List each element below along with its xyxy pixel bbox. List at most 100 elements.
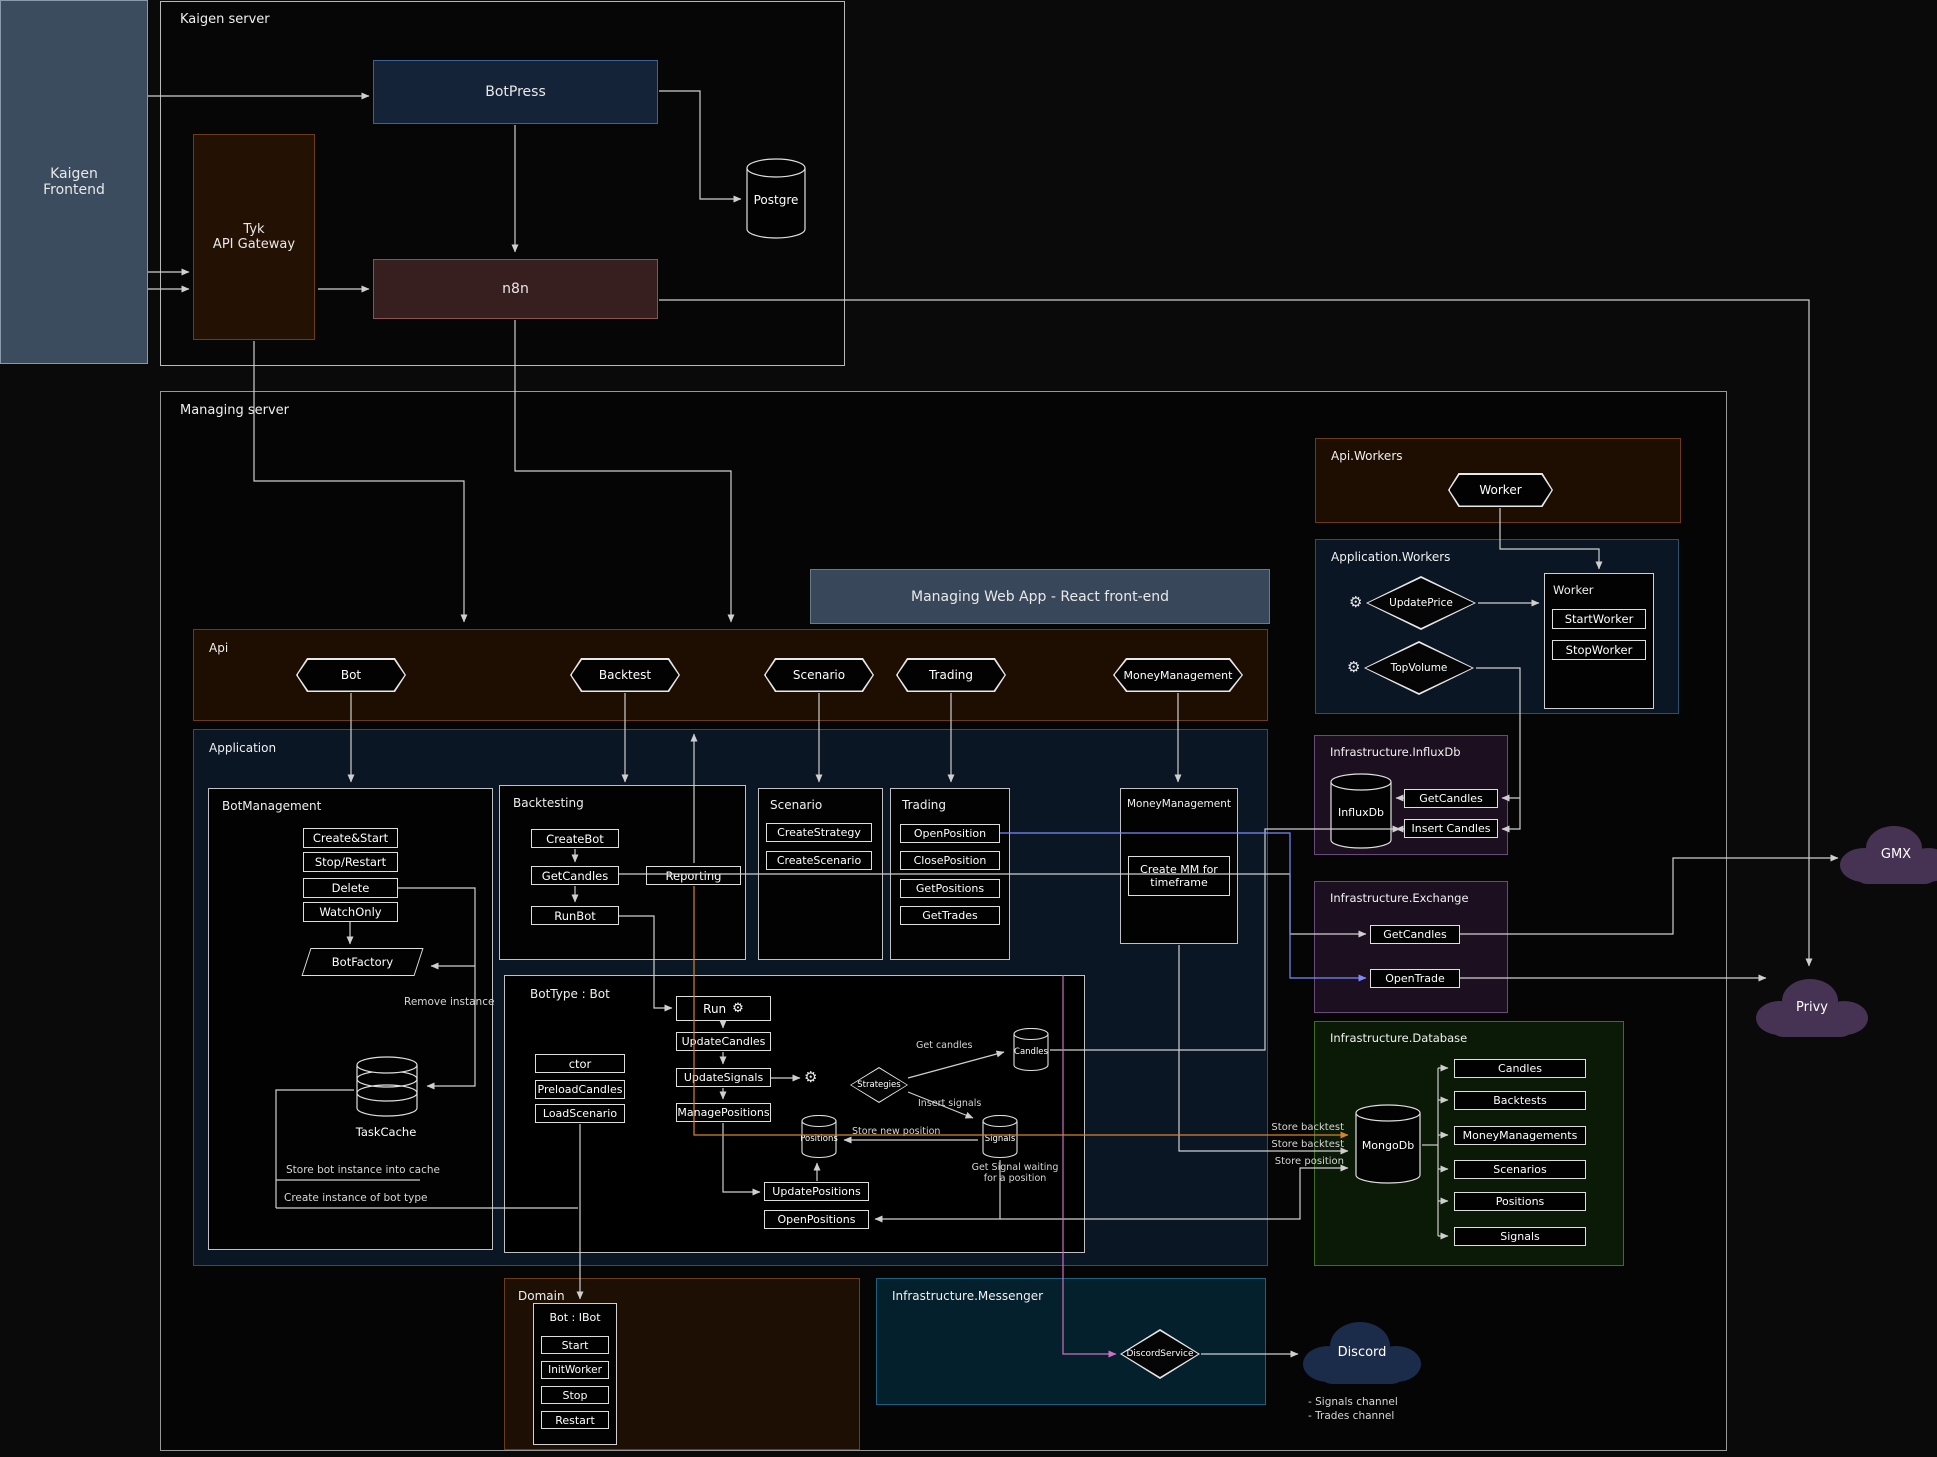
createstrategy-button: CreateStrategy: [766, 823, 872, 842]
strategies-label: Strategies: [857, 1080, 901, 1090]
note-store-instance: Store bot instance into cache: [286, 1164, 440, 1176]
create-mm-button: Create MM for timeframe: [1128, 856, 1230, 896]
bot-management-label: BotManagement: [222, 799, 322, 813]
api-endpoint-moneymanagement: MoneyManagement: [1113, 658, 1243, 692]
application-label: Application: [209, 741, 277, 755]
update-price-label: UpdatePrice: [1389, 597, 1453, 609]
note-insert-signals: Insert signals: [918, 1098, 982, 1109]
collection-scenarios: Scenarios: [1454, 1160, 1586, 1179]
managepositions-button: ManagePositions: [676, 1103, 771, 1122]
updatepositions-button: UpdatePositions: [764, 1182, 869, 1201]
updatecandles-button: UpdateCandles: [676, 1032, 771, 1051]
mongodb-cylinder-label: MongoDb: [1361, 1138, 1415, 1152]
api-endpoint-trading: Trading: [896, 658, 1006, 692]
collection-moneymanagements: MoneyManagements: [1454, 1126, 1586, 1145]
candles-cylinder-label: Candles: [1014, 1047, 1048, 1057]
signals-cylinder-label: Signals: [984, 1134, 1016, 1144]
strategies-diamond: Strategies: [850, 1067, 908, 1103]
application-workers-label: Application.Workers: [1331, 550, 1451, 564]
api-endpoint-bot-label: Bot: [340, 668, 362, 682]
bot-factory-shape: BotFactory: [301, 948, 424, 976]
note-remove-instance: Remove instance: [404, 996, 495, 1008]
runbot-button: RunBot: [531, 906, 619, 925]
gettrades-button: GetTrades: [900, 906, 1000, 925]
note-get-signal: Get Signal waiting for a position: [971, 1162, 1059, 1184]
trading-label: Trading: [902, 798, 947, 812]
start-worker-button: StartWorker: [1552, 609, 1646, 629]
bot-ibot-label: Bot : IBot: [549, 1310, 601, 1324]
stop-worker-button: StopWorker: [1552, 640, 1646, 660]
privy-cloud-icon: [1756, 979, 1868, 1037]
n8n-node: n8n: [373, 259, 658, 319]
note-store-position: Store position: [1274, 1156, 1344, 1167]
gear-icon: ⚙: [732, 1001, 744, 1016]
api-endpoint-scenario-label: Scenario: [792, 668, 846, 682]
getpositions-button: GetPositions: [900, 879, 1000, 898]
note-get-candles: Get candles: [916, 1040, 973, 1051]
run-button: Run ⚙: [676, 996, 771, 1021]
update-price-diamond: UpdatePrice: [1366, 576, 1476, 630]
reporting-button: Reporting: [646, 866, 741, 885]
gmx-cloud-icon: [1840, 826, 1937, 884]
database-label: Infrastructure.Database: [1330, 1031, 1468, 1045]
bot-factory-label: BotFactory: [331, 955, 394, 969]
backtesting-label: Backtesting: [513, 796, 584, 810]
note-trades-channel: - Trades channel: [1308, 1410, 1395, 1422]
collection-candles: Candles: [1454, 1059, 1586, 1078]
closeposition-button: ClosePosition: [900, 851, 1000, 870]
influx-insertcandles-button: Insert Candles: [1404, 819, 1498, 838]
domain-label: Domain: [518, 1289, 565, 1303]
discord-service-label: DiscordService: [1126, 1349, 1194, 1359]
discord-label: Discord: [1337, 1344, 1387, 1360]
delete-button: Delete: [303, 878, 398, 898]
note-signals-channel: - Signals channel: [1308, 1396, 1398, 1408]
bot-stop-button: Stop: [541, 1386, 609, 1404]
bot-initworker-button: InitWorker: [541, 1361, 609, 1379]
exchange-opentrade-button: OpenTrade: [1370, 969, 1460, 988]
gear-icon: ⚙: [1349, 593, 1363, 611]
messenger-label: Infrastructure.Messenger: [892, 1289, 1044, 1303]
scenario-label: Scenario: [770, 798, 823, 812]
note-create-instance: Create instance of bot type: [284, 1192, 428, 1204]
tyk-api-gateway-node: Tyk API Gateway: [193, 134, 315, 340]
managing-server-label: Managing server: [180, 403, 290, 418]
scenario-box: [758, 788, 883, 960]
openposition-button: OpenPosition: [900, 824, 1000, 843]
top-volume-label: TopVolume: [1390, 662, 1448, 674]
api-bar-label: Api: [209, 641, 229, 655]
worker-inner-label: Worker: [1553, 583, 1594, 597]
watchonly-button: WatchOnly: [303, 902, 398, 922]
api-endpoint-bot: Bot: [296, 658, 406, 692]
botpress-node: BotPress: [373, 60, 658, 124]
note-store-backtest-2: Store backtest: [1271, 1139, 1344, 1150]
bot-type-label: BotType : Bot: [530, 987, 610, 1001]
api-worker-hexagon: Worker: [1448, 473, 1553, 507]
task-cache-stack-icon: [356, 1056, 418, 1117]
exchange-getcandles-button: GetCandles: [1370, 925, 1460, 944]
ctor-button: ctor: [535, 1054, 625, 1073]
api-endpoint-scenario: Scenario: [764, 658, 874, 692]
collection-signals: Signals: [1454, 1227, 1586, 1246]
createbot-button: CreateBot: [531, 829, 619, 848]
api-workers-label: Api.Workers: [1331, 449, 1403, 463]
discord-cloud-icon: [1303, 1322, 1421, 1384]
collection-backtests: Backtests: [1454, 1091, 1586, 1110]
trading-box: [890, 788, 1010, 960]
influxdb-label: Infrastructure.InfluxDb: [1330, 745, 1461, 759]
postgre-cylinder-icon: [746, 158, 806, 239]
api-endpoint-trading-label: Trading: [928, 668, 974, 682]
gmx-label: GMX: [1880, 846, 1912, 862]
bot-restart-button: Restart: [541, 1411, 609, 1429]
web-app-node: Managing Web App - React front-end: [810, 569, 1270, 624]
bot-start-button: Start: [541, 1336, 609, 1354]
discord-service-diamond: DiscordService: [1120, 1329, 1200, 1379]
kaigen-server-label: Kaigen server: [180, 12, 270, 27]
postgre-label: Postgre: [753, 193, 799, 207]
run-label: Run: [703, 1001, 727, 1016]
api-endpoint-backtest-label: Backtest: [598, 668, 652, 682]
gear-icon: ⚙: [1347, 658, 1361, 676]
openpositions-button: OpenPositions: [764, 1210, 869, 1229]
influx-getcandles-button: GetCandles: [1404, 789, 1498, 808]
privy-label: Privy: [1796, 999, 1828, 1015]
note-store-new-position: Store new position: [852, 1126, 941, 1137]
